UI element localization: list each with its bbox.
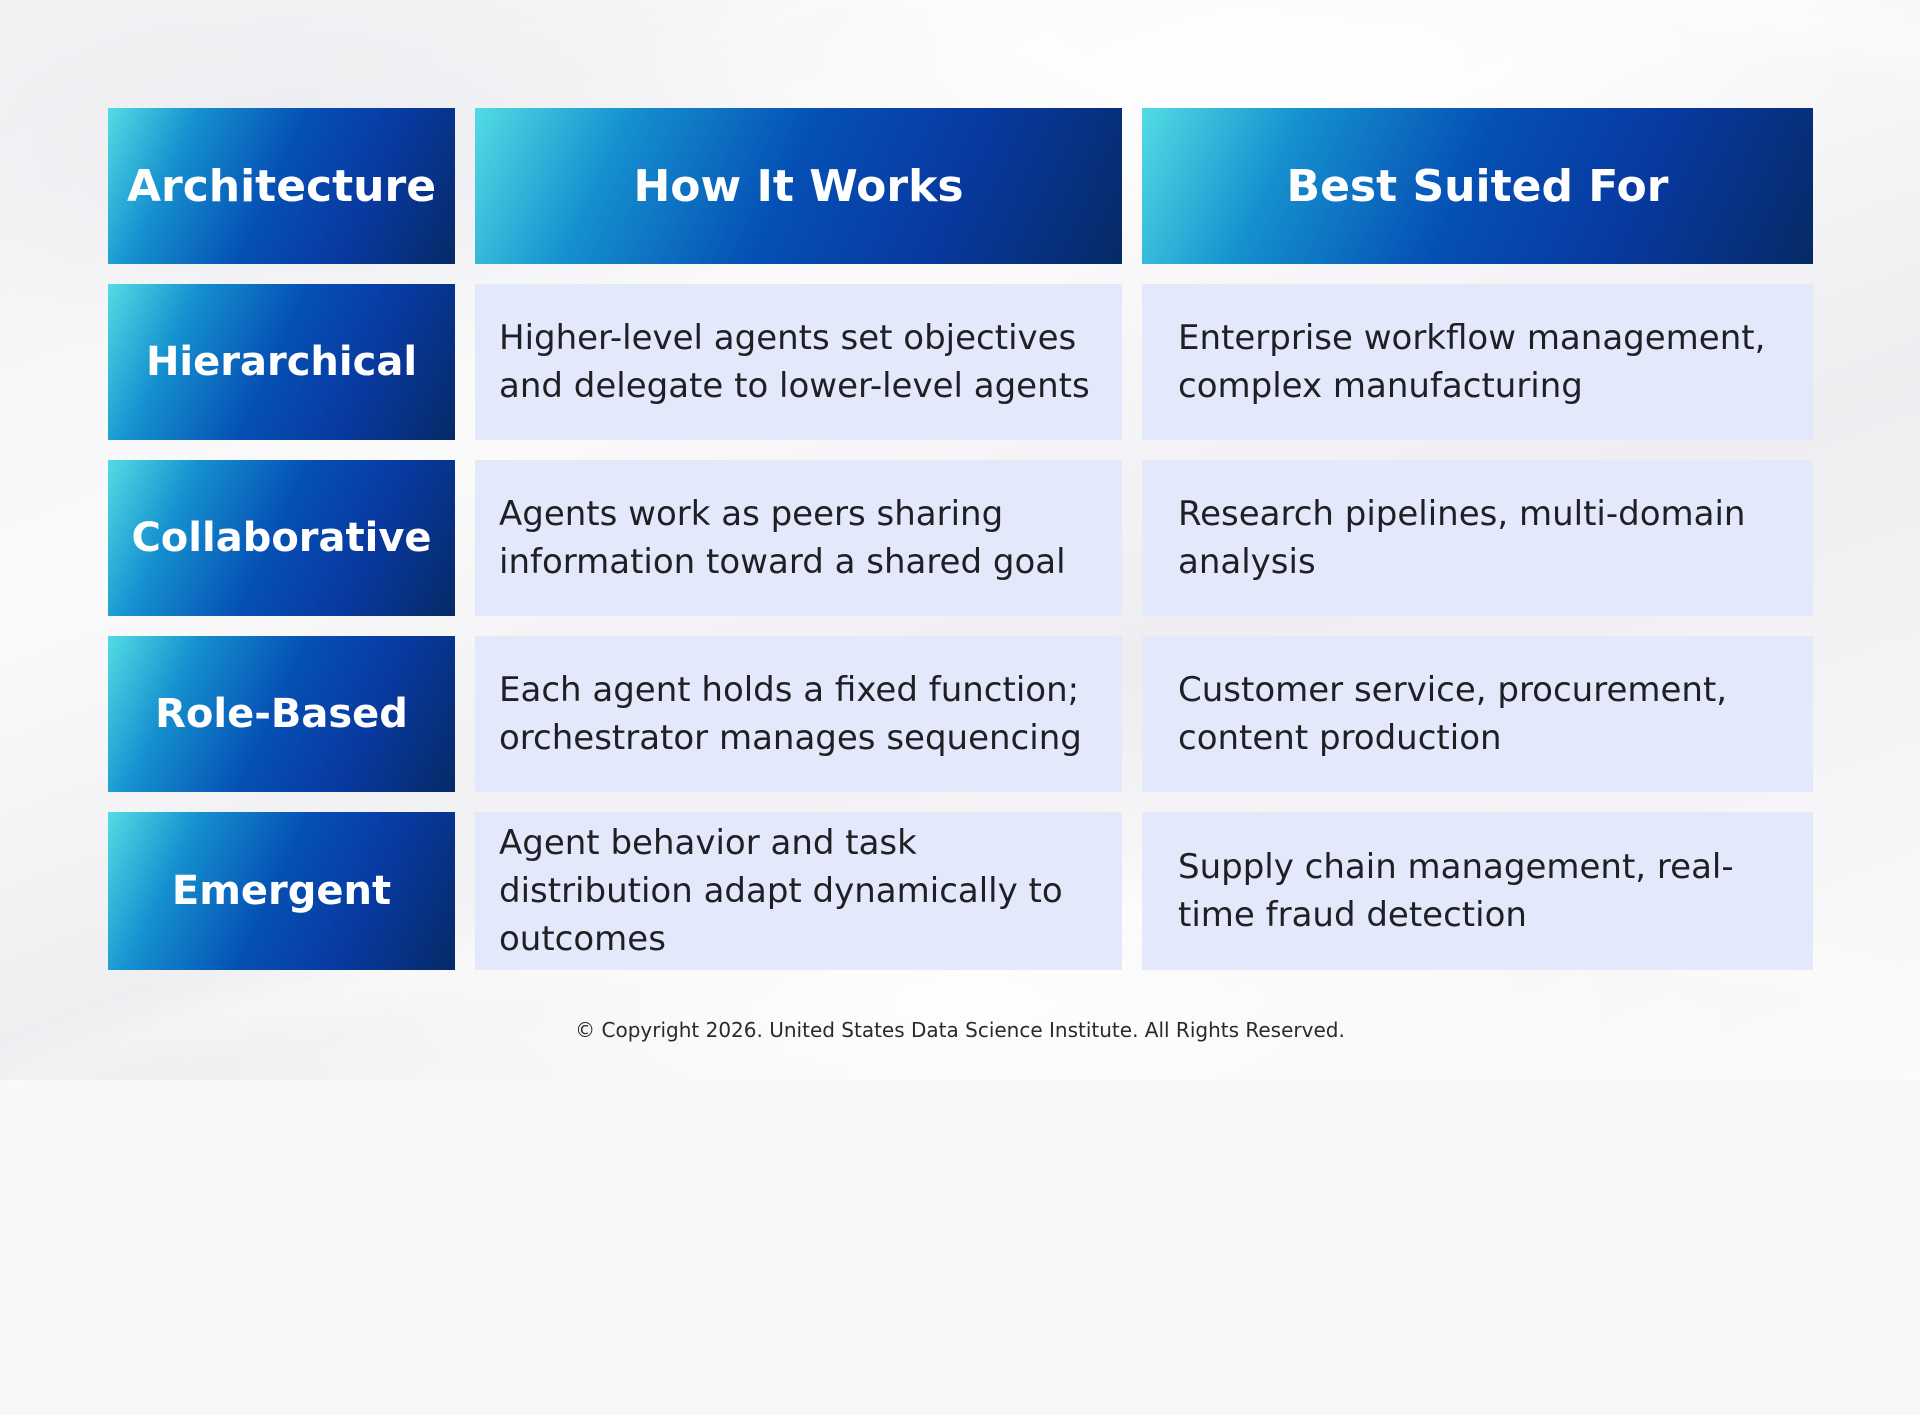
copyright-footer: © Copyright 2026. United States Data Sci… — [575, 1018, 1345, 1042]
cell-how-emergent: Agent behavior and task distribution ada… — [475, 812, 1122, 970]
row-label-hierarchical: Hierarchical — [108, 284, 455, 440]
header-best-suited-for: Best Suited For — [1142, 108, 1813, 264]
cell-best-hierarchical: Enterprise workflow management, complex … — [1142, 284, 1813, 440]
cell-best-role-based: Customer service, procurement, content p… — [1142, 636, 1813, 792]
row-label-role-based: Role-Based — [108, 636, 455, 792]
header-architecture: Architecture — [108, 108, 455, 264]
architecture-table: Architecture How It Works Best Suited Fo… — [108, 108, 1813, 970]
cell-best-collaborative: Research pipelines, multi-domain analysi… — [1142, 460, 1813, 616]
cell-how-collaborative: Agents work as peers sharing information… — [475, 460, 1122, 616]
header-how-it-works: How It Works — [475, 108, 1122, 264]
row-label-collaborative: Collaborative — [108, 460, 455, 616]
row-label-emergent: Emergent — [108, 812, 455, 970]
cell-how-hierarchical: Higher-level agents set objectives and d… — [475, 284, 1122, 440]
cell-best-emergent: Supply chain management, real-time fraud… — [1142, 812, 1813, 970]
cell-how-role-based: Each agent holds a fixed function; orche… — [475, 636, 1122, 792]
